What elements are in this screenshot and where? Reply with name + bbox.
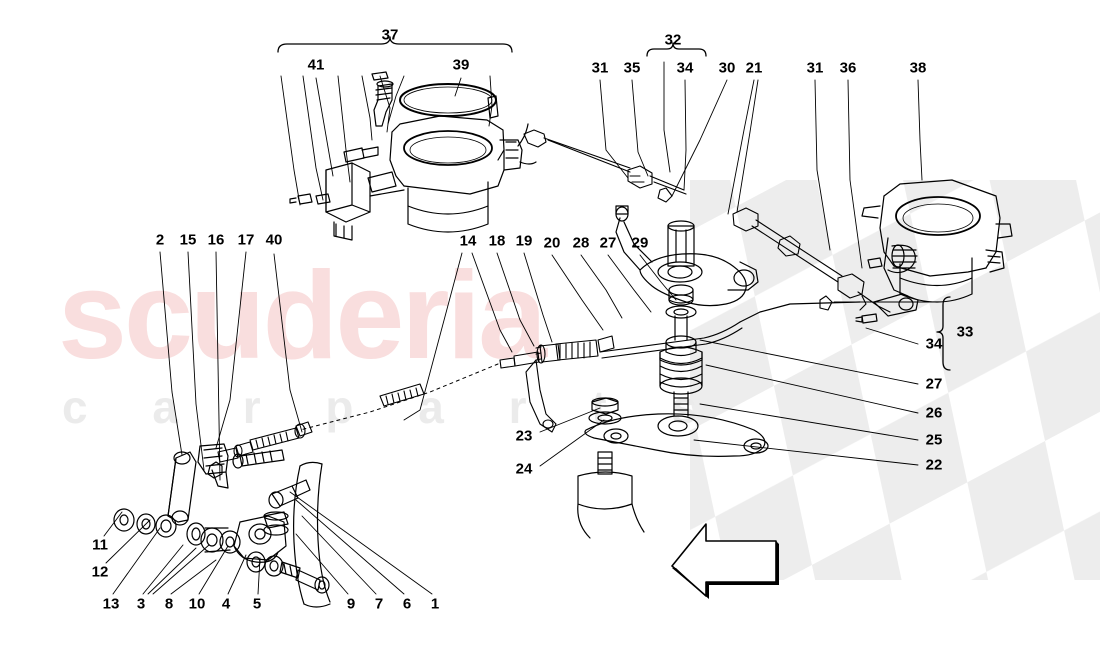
callout-24: 24: [515, 460, 533, 478]
bracket-33: [936, 296, 951, 371]
callout-15: 15: [179, 231, 197, 249]
callout-22: 22: [925, 456, 943, 474]
callout-2: 2: [155, 231, 165, 249]
callout-38: 38: [909, 59, 927, 77]
bracket-37: [277, 36, 513, 53]
direction-arrow: [671, 523, 779, 599]
callout-10: 10: [188, 595, 206, 613]
callout-1: 1: [430, 595, 440, 613]
callout-26: 26: [925, 404, 943, 422]
callout-41: 41: [307, 56, 325, 74]
leader-lines-mid-column: [403, 252, 677, 421]
bracket-32: [646, 42, 707, 57]
callout-31-right: 31: [806, 59, 824, 77]
callout-36: 36: [839, 59, 857, 77]
callout-27-right: 27: [925, 375, 943, 393]
callout-7: 7: [374, 595, 384, 613]
callout-18: 18: [488, 232, 506, 250]
callout-31-left: 31: [591, 59, 609, 77]
callout-34-right: 34: [925, 335, 943, 353]
leader-lines-right-column: [693, 301, 939, 466]
accelerator-pedal-assembly: [113, 443, 331, 608]
callout-34-top: 34: [676, 59, 694, 77]
callout-37: 37: [381, 26, 399, 44]
callout-35: 35: [623, 59, 641, 77]
callout-29: 29: [631, 234, 649, 252]
callout-19: 19: [515, 232, 533, 250]
callout-8: 8: [164, 595, 174, 613]
callout-21: 21: [745, 59, 763, 77]
left-throttle-body: [289, 71, 537, 241]
callout-4: 4: [221, 595, 231, 613]
callout-17: 17: [237, 231, 255, 249]
callout-9: 9: [346, 595, 356, 613]
centre-pivot-assembly: [577, 205, 769, 539]
callout-14: 14: [459, 232, 477, 250]
callout-6: 6: [402, 595, 412, 613]
callout-5: 5: [252, 595, 262, 613]
leader-lines-left-column: [159, 251, 303, 481]
upper-linkage-rods: [523, 129, 891, 313]
callout-27-top: 27: [599, 234, 617, 252]
callout-16: 16: [207, 231, 225, 249]
callout-12: 12: [91, 563, 109, 581]
leader-lines-bottom: [103, 491, 433, 595]
callout-13: 13: [102, 595, 120, 613]
leader-lines-top-left: [280, 75, 493, 206]
callout-40: 40: [265, 231, 283, 249]
callout-20: 20: [543, 234, 561, 252]
leader-lines-23-24: [539, 407, 605, 467]
callout-32: 32: [664, 31, 682, 49]
callout-30: 30: [718, 59, 736, 77]
callout-39: 39: [452, 56, 470, 74]
callout-23: 23: [515, 427, 533, 445]
callout-11: 11: [92, 536, 108, 554]
callout-33: 33: [956, 323, 974, 341]
callout-28: 28: [572, 234, 590, 252]
callout-3: 3: [136, 595, 146, 613]
callout-25: 25: [925, 431, 943, 449]
